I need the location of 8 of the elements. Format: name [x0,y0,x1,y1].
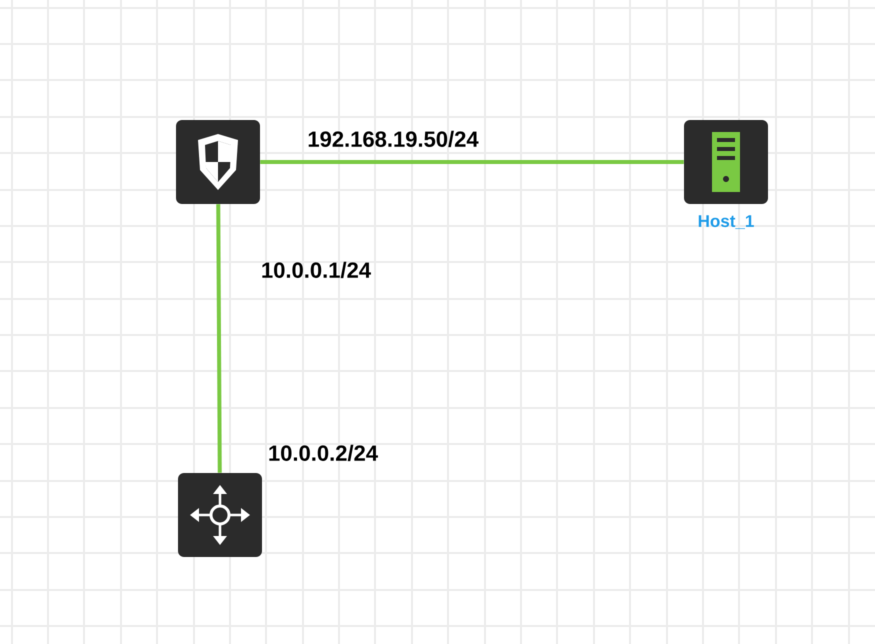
device-name: Host_1 [698,215,754,229]
device-icon [176,120,260,204]
address-label: 10.0.0.1/24 [262,262,371,278]
link-line [260,160,684,164]
address-label: 10.0.0.2/24 [269,444,378,462]
link-line [216,204,222,473]
address-label: 192.168.19.50/24 [308,130,478,148]
device-icon [178,473,262,557]
